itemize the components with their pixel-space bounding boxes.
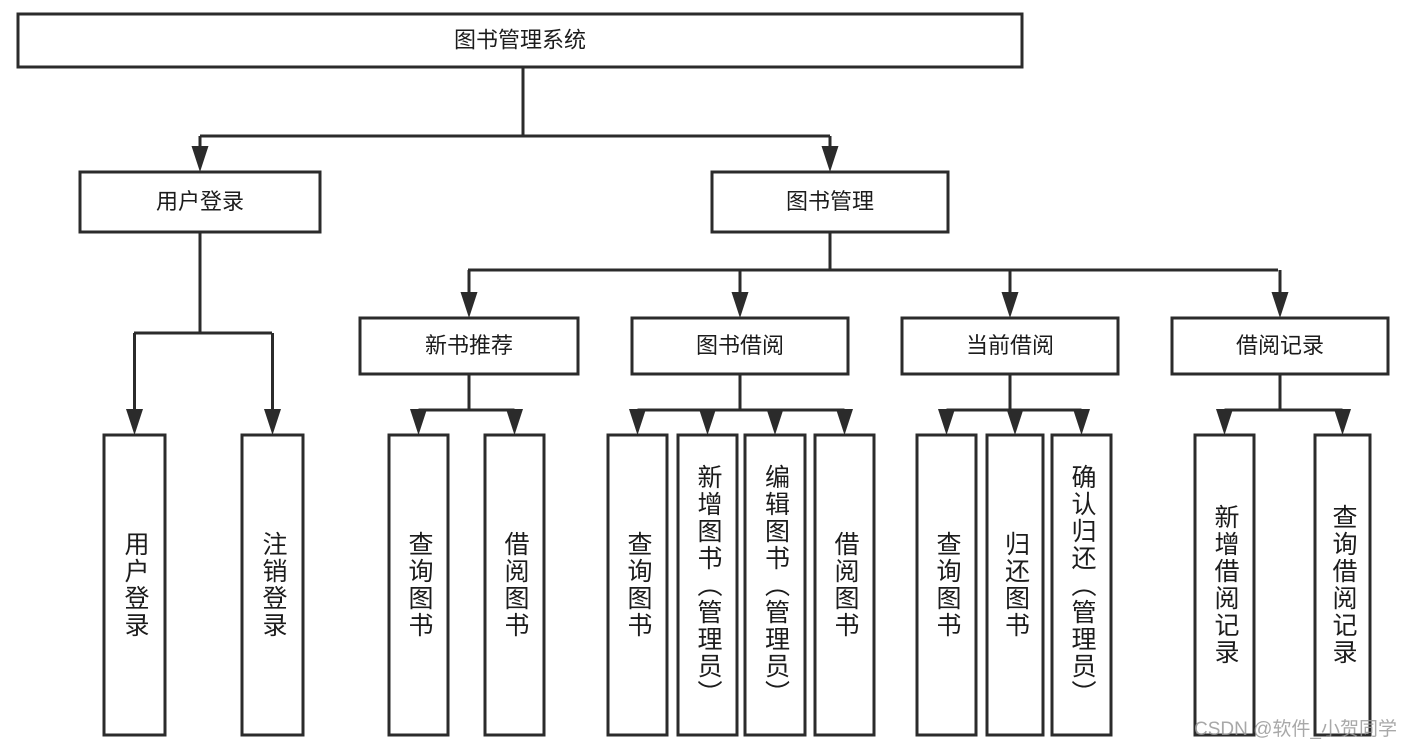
- node-box-level3-1[interactable]: [630, 316, 850, 376]
- leaf-arrow-借阅记录-0-arrowhead: [1216, 409, 1233, 435]
- node-box-leaf-4[interactable]: [606, 433, 669, 737]
- leaf-arrow-当前借阅-1-arrowhead: [1006, 409, 1024, 435]
- node-box-leaf-0[interactable]: [102, 433, 167, 737]
- connector-layer: [126, 67, 1351, 435]
- leaf-arrow-新书推荐-1-arrowhead: [506, 409, 523, 435]
- manage-to-level3-1-arrowhead: [731, 292, 749, 318]
- root-to-level2-0-arrowhead: [191, 146, 209, 172]
- manage-to-level3-2-arrowhead: [1001, 292, 1019, 318]
- csdn-watermark: CSDN @软件_小贺同学: [1194, 719, 1397, 740]
- leaf-arrow-用户登录-1-arrowhead: [264, 409, 281, 435]
- leaf-arrow-图书借阅-2-arrowhead: [766, 409, 784, 435]
- node-box-leaf-7[interactable]: [813, 433, 876, 737]
- root-to-level2-1-arrowhead: [821, 146, 839, 172]
- node-box-level3-0[interactable]: [358, 316, 580, 376]
- manage-to-level3-0-arrowhead: [460, 292, 478, 318]
- leaf-arrow-用户登录-0-arrowhead: [126, 409, 143, 435]
- node-box-leaf-3[interactable]: [483, 433, 546, 737]
- node-box-root[interactable]: [16, 12, 1024, 69]
- node-label-level3-2: 当前借阅: [966, 333, 1054, 358]
- node-box-leaf-11[interactable]: [1193, 433, 1256, 737]
- node-box-leaf-2[interactable]: [387, 433, 450, 737]
- node-box-leaf-6[interactable]: [743, 433, 807, 737]
- leaf-arrow-新书推荐-0-arrowhead: [410, 409, 427, 435]
- node-box-leaf-8[interactable]: [915, 433, 978, 737]
- node-label-level3-3: 借阅记录: [1236, 333, 1324, 358]
- node-box-leaf-12[interactable]: [1313, 433, 1372, 737]
- node-box-layer: [16, 12, 1390, 737]
- node-box-leaf-5[interactable]: [676, 433, 739, 737]
- node-label-root: 图书管理系统: [454, 27, 586, 52]
- node-label-level3-1: 图书借阅: [696, 333, 784, 358]
- node-box-leaf-10[interactable]: [1050, 433, 1113, 737]
- manage-to-level3-3-arrowhead: [1271, 292, 1289, 318]
- leaf-arrow-图书借阅-1-arrowhead: [699, 409, 716, 435]
- node-box-leaf-1[interactable]: [240, 433, 305, 737]
- leaf-arrow-当前借阅-2-arrowhead: [1073, 409, 1090, 435]
- leaf-arrow-图书借阅-3-arrowhead: [836, 409, 853, 435]
- node-box-level2-1[interactable]: [710, 170, 950, 234]
- node-label-level2-1: 图书管理: [786, 189, 874, 214]
- leaf-arrow-图书借阅-0-arrowhead: [629, 409, 646, 435]
- node-box-level3-3[interactable]: [1170, 316, 1390, 376]
- leaf-arrow-借阅记录-1-arrowhead: [1334, 409, 1351, 435]
- leaf-arrow-当前借阅-0-arrowhead: [938, 409, 955, 435]
- node-box-leaf-9[interactable]: [985, 433, 1045, 737]
- node-label-level3-0: 新书推荐: [425, 333, 513, 358]
- node-box-level3-2[interactable]: [900, 316, 1120, 376]
- node-box-level2-0[interactable]: [78, 170, 322, 234]
- node-label-level2-0: 用户登录: [156, 189, 244, 214]
